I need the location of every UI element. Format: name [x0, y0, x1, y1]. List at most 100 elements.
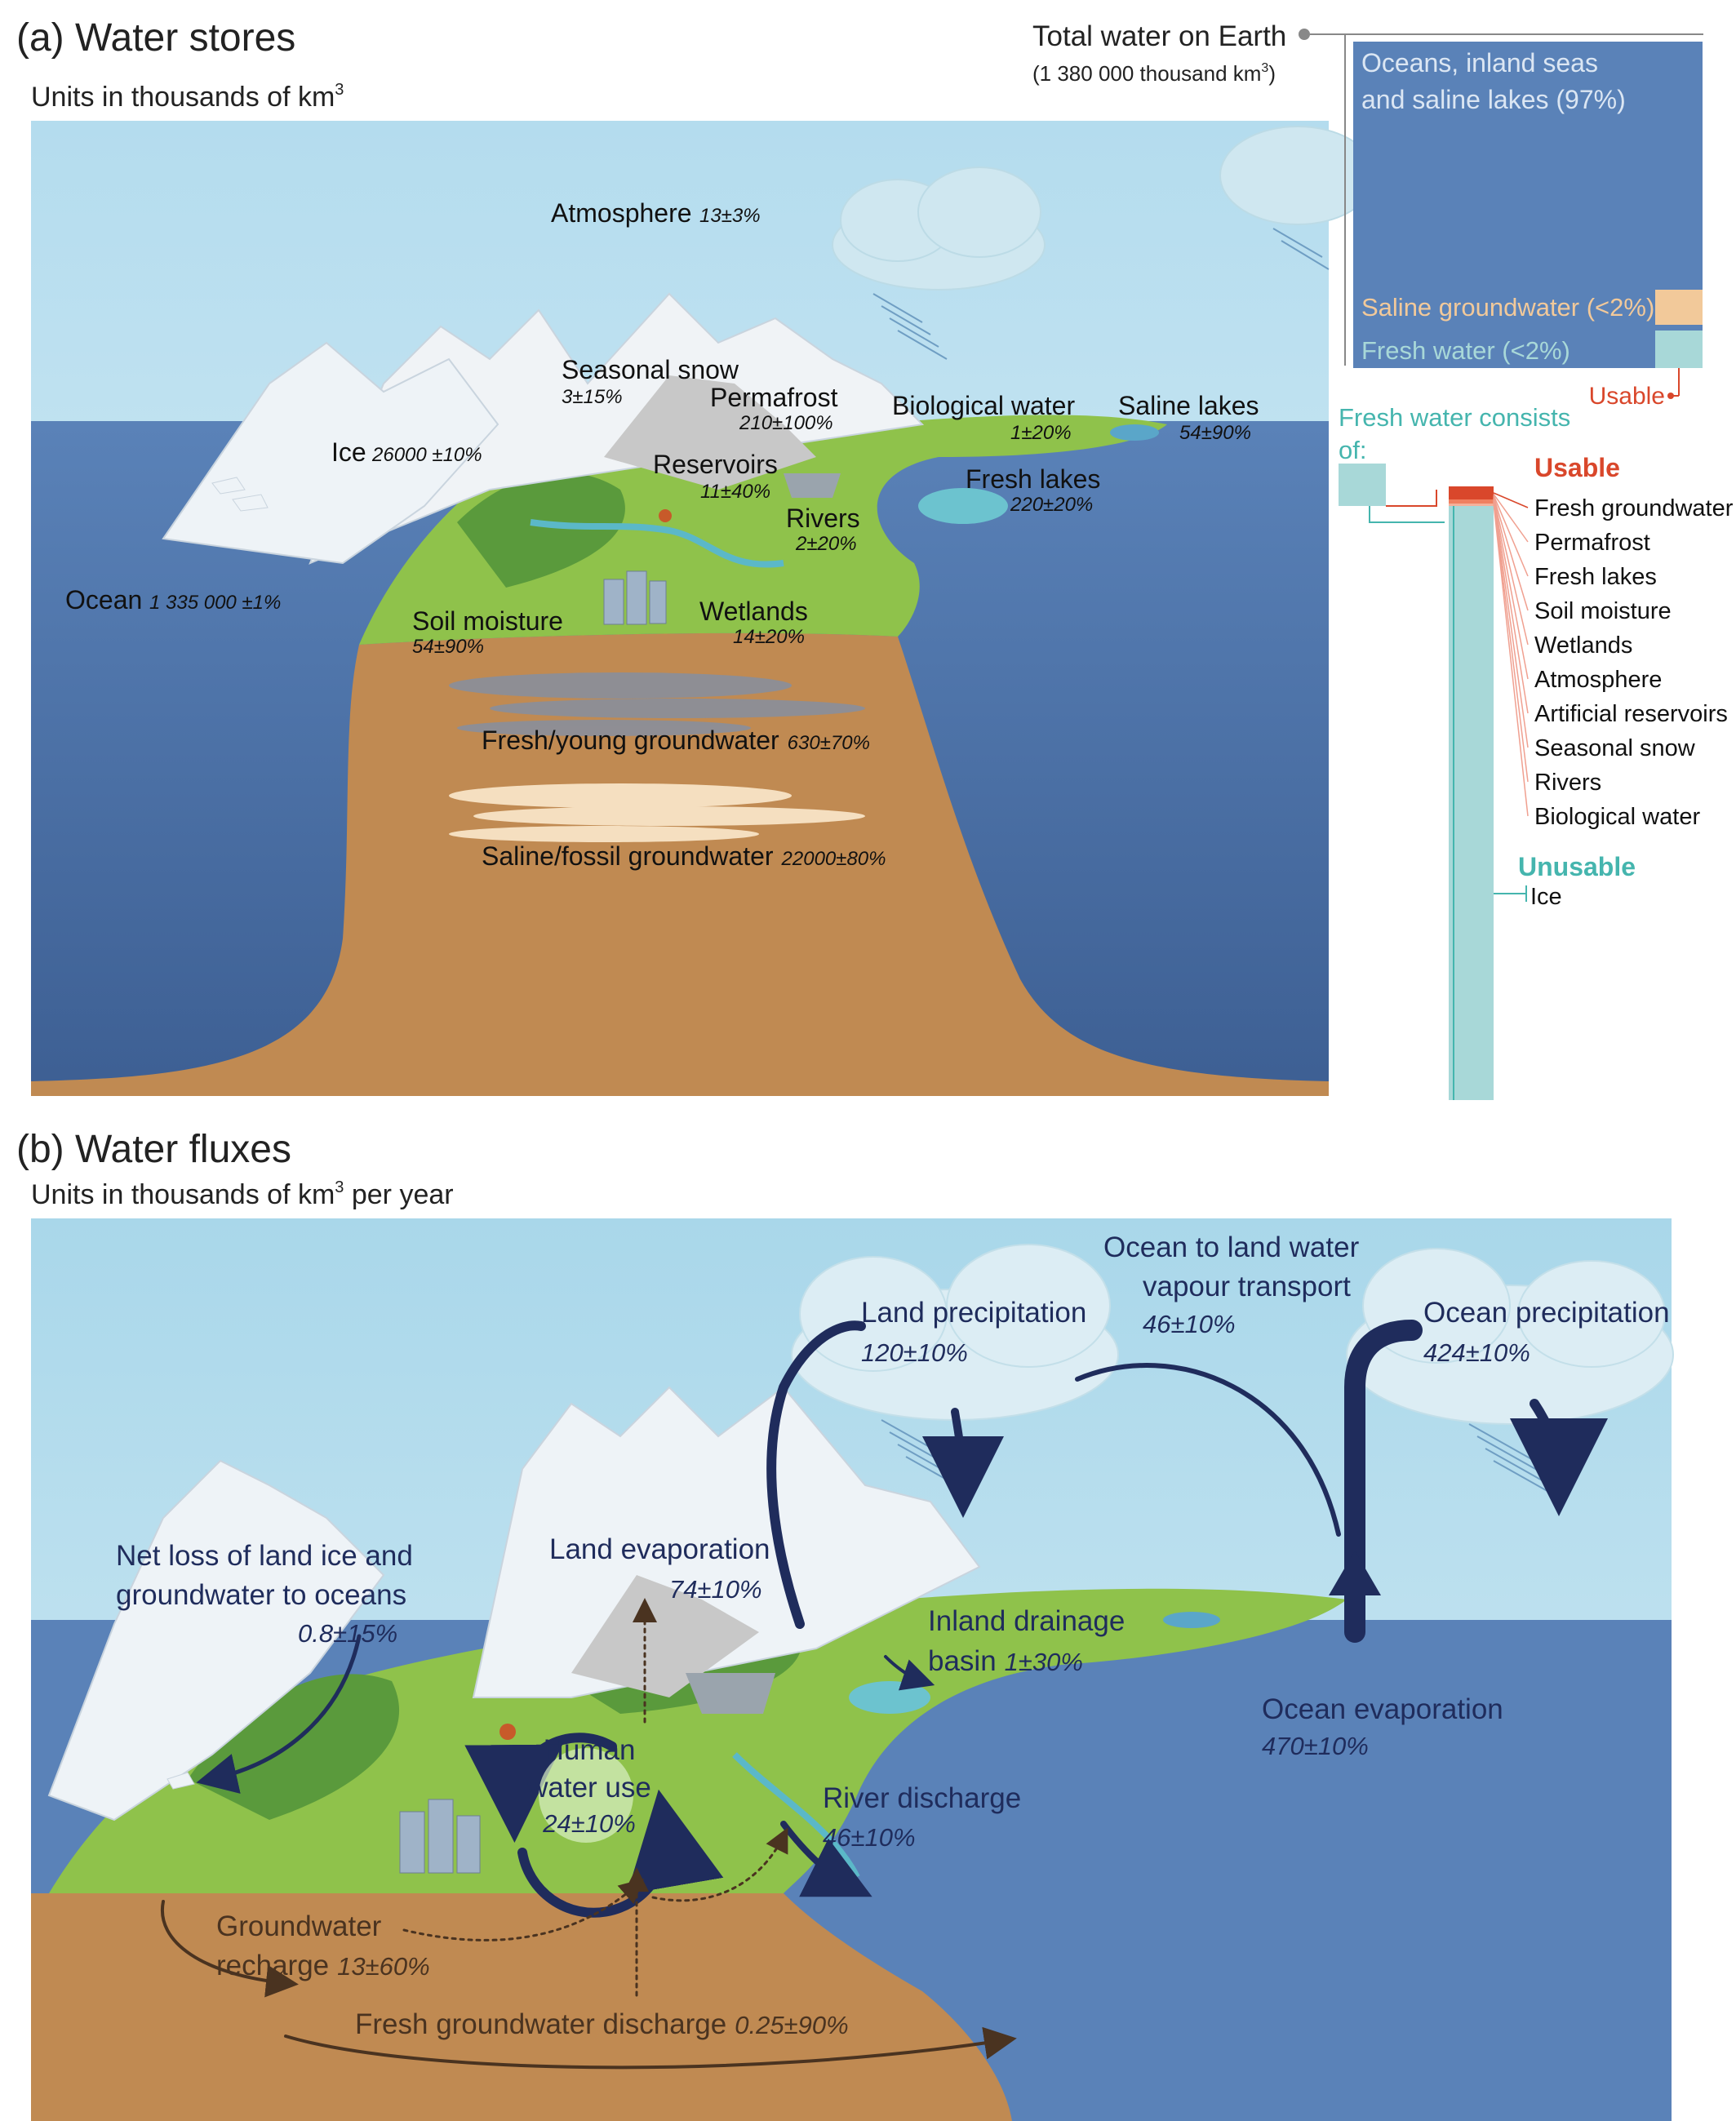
fresh-water-block [1655, 331, 1703, 368]
forest-hills [457, 473, 625, 588]
usable-leader-line [1493, 497, 1529, 646]
fresh-water-text: Fresh water (<2%) [1361, 336, 1570, 365]
cloud-icon [791, 1244, 1674, 1425]
usable-item: Seasonal snow [1534, 735, 1696, 761]
saline-groundwater-text: Saline groundwater (<2%) [1361, 293, 1654, 322]
land-evap-value: 74±10% [669, 1575, 762, 1604]
flux-arrows [160, 1320, 1608, 2070]
ocean-value: 1 335 000 ±1% [149, 592, 281, 614]
saline-lakes-label: Saline lakes [1118, 391, 1259, 420]
farm-icon [659, 509, 672, 522]
ocean-evap-column [1344, 1320, 1423, 1643]
inland-drainage-label-1: Inland drainage [928, 1605, 1125, 1637]
river-line [530, 519, 784, 568]
oceans-label-1: Oceans, inland seas [1361, 48, 1598, 78]
usable-heading: Usable [1534, 453, 1620, 482]
oceans-label-2: and saline lakes (97%) [1361, 85, 1626, 114]
land-surface [49, 1588, 1347, 1893]
seasonal-snow-label: Seasonal snow [562, 355, 739, 384]
reservoirs-value: 11±40% [700, 481, 770, 503]
oceans-block [1353, 42, 1703, 368]
vapour-transport-value: 46±10% [1143, 1310, 1236, 1338]
rivers-value: 2±20% [795, 533, 857, 555]
unusable-heading: Unusable [1518, 852, 1636, 881]
biological-water-label: Biological water [892, 391, 1075, 420]
ocean-precip-value: 424±10% [1423, 1338, 1530, 1367]
panel-b: (b) Water fluxes Units in thousands of k… [16, 1128, 1674, 2121]
fresh-water-swatch [1339, 464, 1386, 506]
saline-lake [1110, 424, 1159, 441]
usable-segment [1449, 486, 1494, 499]
rain-lines [872, 228, 1330, 360]
biological-water-value: 1±20% [1010, 422, 1072, 444]
human-use-label-2: water use [526, 1772, 651, 1804]
fresh-lakes-label: Fresh lakes [966, 464, 1100, 494]
river-discharge-value: 46±10% [823, 1823, 916, 1852]
fresh-groundwater-layer [449, 672, 865, 736]
ocean-evap-label: Ocean evaporation [1262, 1693, 1503, 1725]
total-water-value: (1 380 000 thousand km3) [1032, 61, 1276, 86]
dam-icon [686, 1673, 775, 1714]
fresh-water-bar [1449, 486, 1494, 1100]
land-precip-value: 120±10% [861, 1338, 968, 1367]
usable-item: Soil moisture [1534, 598, 1672, 624]
usable-item: Wetlands [1534, 632, 1632, 659]
human-water-use-circle [539, 1748, 633, 1843]
saline-groundwater-layer [449, 783, 865, 842]
stores-scene: Atmosphere 13±3% Seasonal snow 3±15% Per… [31, 121, 1376, 1096]
ground [31, 632, 1329, 1096]
land-precip-arrow [921, 1408, 1004, 1518]
gw-recharge-arrow [160, 1900, 299, 1998]
reservoirs-label: Reservoirs [653, 450, 778, 479]
wetlands-value: 14±20% [733, 626, 805, 648]
inland-drainage-arrow [884, 1655, 935, 1691]
usable-item: Biological water [1534, 804, 1700, 830]
usable-leader-line [1493, 500, 1529, 748]
cloud-icon [832, 126, 1376, 291]
usable-item: Artificial reservoirs [1534, 701, 1728, 727]
net-loss-arrow [196, 1634, 362, 1794]
ocean-evap-value: 470±10% [1262, 1732, 1369, 1760]
land-evap-label: Land evaporation [549, 1533, 770, 1565]
ocean-precip-arrow [1509, 1399, 1608, 1516]
fresh-lakes-value: 220±20% [1010, 494, 1093, 516]
net-loss-label-2: groundwater to oceans [116, 1579, 406, 1611]
land-precip-label: Land precipitation [861, 1297, 1086, 1329]
forest-hills [188, 1674, 400, 1820]
usable-tag: Usable [1589, 383, 1665, 410]
city-icon [603, 570, 667, 625]
usable-item: Atmosphere [1534, 667, 1662, 693]
usable-leader-line [1493, 499, 1529, 714]
flux-labels: Ocean to land water vapour transport 46±… [116, 1231, 1670, 1852]
permafrost-area [604, 375, 816, 490]
usable-item: Fresh lakes [1534, 564, 1657, 590]
usable-leader-line [1493, 495, 1529, 611]
iceberg-icons [211, 477, 269, 512]
iceberg-icons [166, 1772, 195, 1790]
permafrost-area [571, 1575, 759, 1697]
total-water-chart: Total water on Earth (1 380 000 thousand… [1032, 20, 1734, 1100]
vapour-transport-arrow [1075, 1363, 1341, 1537]
total-water-title: Total water on Earth [1032, 20, 1286, 52]
total-water-dot [1299, 29, 1310, 40]
fresh-gw-discharge-arrow [284, 2026, 1017, 2070]
panel-a-units: Units in thousands of km3 [31, 81, 344, 113]
usable-leaders [1493, 492, 1529, 817]
usable-leader-line [1493, 498, 1529, 680]
panel-b-units: Units in thousands of km3 per year [31, 1178, 454, 1210]
saline-lake [1163, 1612, 1220, 1628]
saline-lakes-value: 54±90% [1179, 422, 1251, 444]
saline-groundwater-block [1655, 290, 1703, 325]
vapour-transport-label-1: Ocean to land water [1103, 1231, 1360, 1263]
fresh-consists-1: Fresh water consists [1339, 403, 1570, 432]
vapour-transport-label-2: vapour transport [1143, 1271, 1351, 1302]
rivers-label: Rivers [786, 504, 860, 533]
usable-item: Rivers [1534, 770, 1601, 796]
